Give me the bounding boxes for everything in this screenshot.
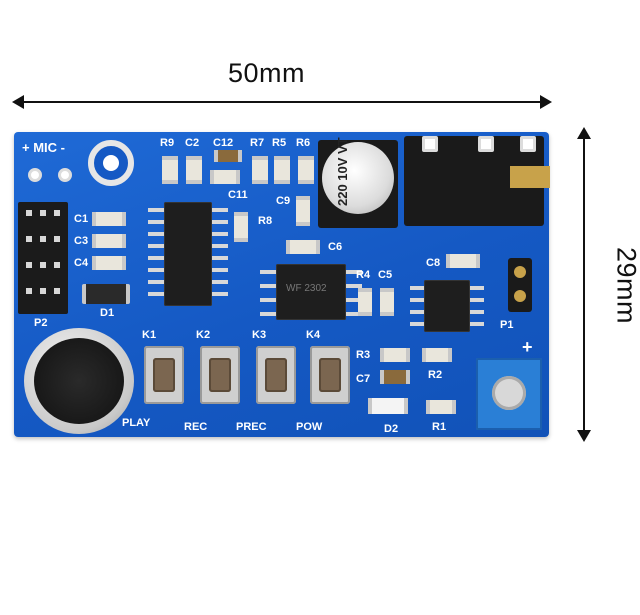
regulator-chip — [424, 280, 470, 332]
pow-label: POW — [296, 421, 323, 433]
capacitor-c1 — [92, 212, 126, 226]
k2-label: K2 — [196, 329, 211, 341]
jack-pad — [422, 136, 438, 152]
r8-label: R8 — [258, 215, 273, 227]
capacitor-c7 — [380, 370, 410, 384]
c3-label: C3 — [74, 235, 89, 247]
jack-pad — [478, 136, 494, 152]
led-d2 — [368, 398, 408, 414]
resistor-r9 — [162, 156, 178, 184]
amplifier-chip — [276, 264, 346, 320]
r7-label: R7 — [250, 137, 265, 149]
r3-label: R3 — [356, 349, 371, 361]
resistor-r5 — [274, 156, 290, 184]
c6-label: C6 — [328, 241, 343, 253]
resistor-r4 — [358, 288, 372, 316]
c1-label: C1 — [74, 213, 89, 225]
capacitor-c3 — [92, 234, 126, 248]
mounting-hole — [88, 140, 134, 186]
resistor-r3 — [380, 348, 410, 362]
width-dimension-label: 50mm — [228, 58, 306, 88]
microphone-mesh — [34, 338, 124, 424]
prec-button[interactable] — [256, 346, 296, 404]
electrolytic-capacitor — [322, 142, 394, 214]
c4-label: C4 — [74, 257, 89, 269]
pow-button[interactable] — [310, 346, 350, 404]
rec-button[interactable] — [200, 346, 240, 404]
p1-label: P1 — [500, 319, 514, 331]
width-dimension-arrow — [12, 95, 552, 109]
capacitor-marking: 220 10V VT — [335, 137, 350, 206]
audio-ic-chip — [164, 202, 212, 306]
c11-label: C11 — [228, 189, 248, 201]
diode-d1 — [82, 284, 130, 304]
r5-label: R5 — [272, 137, 287, 149]
mic-label: + MIC - — [22, 140, 65, 155]
d2-label: D2 — [384, 423, 399, 435]
c7-label: C7 — [356, 373, 371, 385]
chip-marking: WF 2302 — [286, 283, 327, 294]
k4-label: K4 — [306, 329, 321, 341]
potentiometer-knob[interactable] — [492, 376, 526, 410]
pot-plus-label: + — [522, 337, 533, 357]
jack-pad — [520, 136, 536, 152]
capacitor-c12 — [214, 150, 242, 162]
capacitor-c11 — [234, 212, 248, 242]
mic-pad-minus — [58, 168, 72, 182]
c8-label: C8 — [426, 257, 441, 269]
r9-label: R9 — [160, 137, 175, 149]
k1-label: K1 — [142, 329, 157, 341]
c2-label: C2 — [185, 137, 200, 149]
capacitor-c2 — [186, 156, 202, 184]
c9-label: C9 — [276, 195, 291, 207]
k3-label: K3 — [252, 329, 267, 341]
resistor-r7 — [252, 156, 268, 184]
resistor-r6 — [298, 156, 314, 184]
resistor-r1 — [426, 400, 456, 414]
height-dimension-label: 29mm — [611, 246, 640, 324]
capacitor-c5 — [380, 288, 394, 316]
capacitor-c8 — [446, 254, 480, 268]
resistor-r2 — [422, 348, 452, 362]
capacitor-c4 — [92, 256, 126, 270]
play-label: PLAY — [122, 417, 151, 429]
r6-label: R6 — [296, 137, 311, 149]
rec-label: REC — [184, 421, 208, 433]
c12-label: C12 — [213, 137, 234, 149]
height-dimension-arrow — [577, 127, 591, 442]
r1-label: R1 — [432, 421, 447, 433]
c5-label: C5 — [378, 269, 393, 281]
capacitor-c6 — [286, 240, 320, 254]
capacitor-c9 — [296, 196, 310, 226]
mic-pad-plus — [28, 168, 42, 182]
mounting-hole-center — [103, 155, 119, 171]
p2-label: P2 — [34, 317, 48, 329]
prec-label: PREC — [236, 421, 267, 433]
pcb-board: + MIC - P2 C1 C3 C4 D1 R9 C2 C12 R7 R5 R… — [14, 132, 550, 437]
audio-jack-contact — [510, 166, 550, 188]
d1-label: D1 — [100, 307, 115, 319]
r4-label: R4 — [356, 269, 371, 281]
play-button[interactable] — [144, 346, 184, 404]
r2-label: R2 — [428, 369, 443, 381]
capacitor-c12b — [210, 170, 240, 184]
pin-header-p2 — [18, 202, 68, 314]
